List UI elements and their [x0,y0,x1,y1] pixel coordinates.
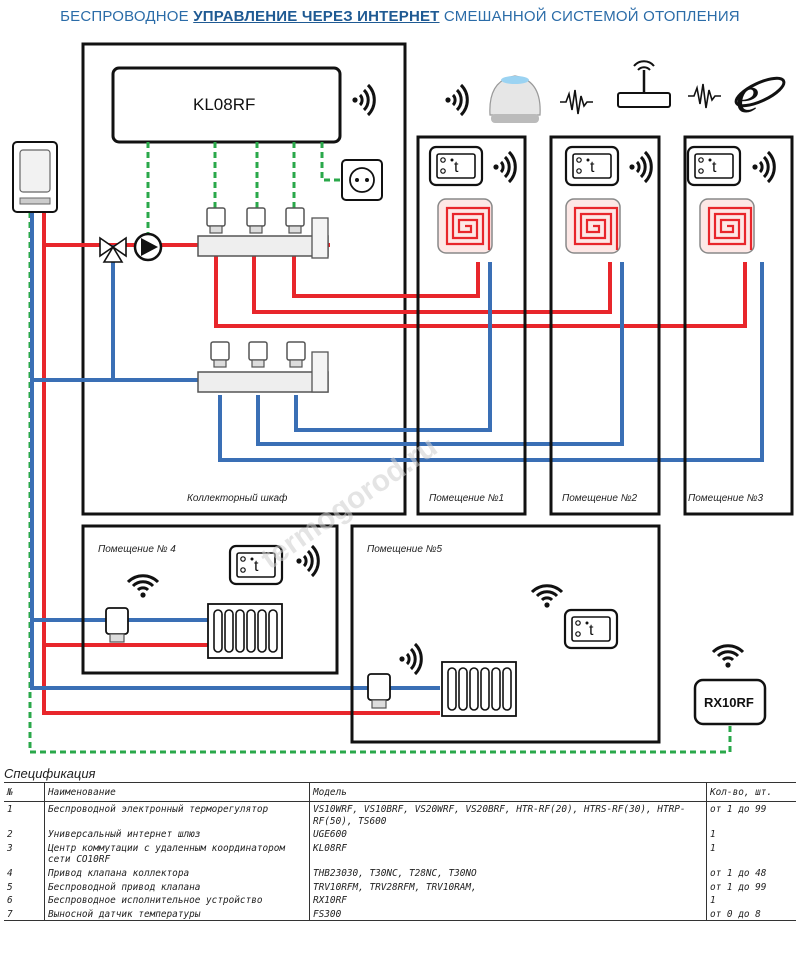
wifi-icon [627,150,653,184]
radiator-icon [207,603,283,659]
spec-cell-qty: 1 [710,842,716,854]
table-row: 4 Привод клапана коллектора THB23030, T3… [4,865,796,880]
floor-heating-icon [436,197,494,255]
spec-cell-name: Беспроводной привод клапана [44,879,310,894]
signal-lines [28,142,732,754]
spec-cell-n: 5 [4,879,45,894]
page-title: БЕСПРОВОДНОЕ УПРАВЛЕНИЕ ЧЕРЕЗ ИНТЕРНЕТ С… [0,8,800,25]
spec-cell-qty: от 1 до 48 [710,867,767,879]
table-row: 1 Беспроводной электронный терморегулято… [4,801,796,828]
table-row: 5 Беспроводной привод клапана TRV10RFM, … [4,879,796,894]
title-part2: СМЕШАННОЙ СИСТЕМОЙ ОТОПЛЕНИЯ [439,8,740,25]
spec-cell-n: 1 [4,801,45,828]
spec-cell-qty: 1 [710,895,716,907]
thermostat-icon [564,145,620,187]
floor-heating-icon [564,197,622,255]
room-1 [416,135,527,516]
valve-actuator-icon [367,673,391,709]
spec-title: Спецификация [4,766,96,781]
wifi-icon [491,150,517,184]
thermostat-icon [563,608,619,650]
spec-cell-name: Универсальный интернет шлюз [44,827,310,841]
room4-label: Помещение № 4 [98,544,176,555]
spec-cell-model: KL08RF [309,840,707,866]
room-3 [683,135,794,516]
wifi-icon [530,584,564,610]
controller-label: KL08RF [193,95,255,114]
spec-cell-name: Беспроводной электронный терморегулятор [44,801,310,828]
table-row: 2 Универсальный интернет шлюз UGE600 1 [4,827,796,841]
spec-cell-qty: от 1 до 99 [710,881,767,893]
title-part1: БЕСПРОВОДНОЕ [60,8,194,25]
room1-label: Помещение №1 [429,493,504,504]
wifi-icon [443,83,469,117]
svg-text:e: e [736,67,759,124]
socket-icon [341,159,383,201]
spec-cell-n: 7 [4,906,45,922]
heating-diagram: t Коллекторный шкаф KL08RF [12,42,794,754]
boiler-icon [12,141,58,213]
spec-cell-n: 6 [4,893,45,907]
router-icon [617,60,671,108]
gateway-icon [489,75,541,123]
collector-cabinet [81,42,407,516]
spec-cell-qty: 1 [710,829,716,841]
signal-wave-icon [560,89,593,115]
wifi-icon [397,642,423,676]
spec-cell-model: UGE600 [309,827,707,841]
spec-table: № Наименование Модель Кол-во, шт. 1 Бесп… [4,782,796,922]
spec-cell-qty: от 1 до 99 [710,804,767,815]
spec-cell-n: 3 [4,840,45,866]
spec-cell-name: Беспроводное исполнительное устройство [44,893,310,907]
room-4 [81,524,339,675]
return-manifold [197,341,329,393]
spec-cell-n: 4 [4,865,45,880]
rx10rf-device: RX10RF [693,678,767,726]
room3-label: Помещение №3 [688,493,764,504]
spec-col-name: Наименование [44,782,310,802]
room2-label: Помещение №2 [562,493,638,504]
radiator-icon [441,661,517,717]
wifi-icon [350,83,376,117]
pump-icon [133,232,163,262]
signal-wave-icon [688,83,721,109]
spec-cell-model: FS300 [309,906,707,922]
spec-cell-model: TRV10RFM, TRV28RFM, TRV10RAM, [309,879,707,894]
wifi-icon [750,150,776,184]
wifi-icon [126,574,160,600]
supply-manifold [197,207,329,259]
title-bold: УПРАВЛЕНИЕ ЧЕРЕЗ ИНТЕРНЕТ [193,8,440,25]
spec-header-row: № Наименование Модель Кол-во, шт. [4,782,796,802]
room-5 [350,524,661,744]
spec-cell-model: VS10WRF, VS10BRF, VS20WRF, VS20BRF, HTR-… [309,801,707,828]
rx-label: RX10RF [704,695,754,710]
spec-col-qty: Кол-во, шт. [706,782,796,802]
thermostat-icon [428,145,484,187]
mixing-valve-icon [99,236,127,263]
spec-cell-model: RX10RF [309,893,707,907]
spec-cell-name: Привод клапана коллектора [44,865,310,880]
spec-col-model: Модель [309,782,707,802]
spec-cell-qty: от 0 до 8 [706,906,796,922]
internet-icon: e [734,67,786,124]
spec-cell-n: 2 [4,827,45,841]
valve-actuator-icon [105,607,129,643]
table-row: 6 Беспроводное исполнительное устройство… [4,893,796,907]
cabinet-label: Коллекторный шкаф [187,492,288,504]
room-2 [549,135,661,516]
spec-col-num: № [4,782,45,802]
spec-cell-name: Центр коммутации с удаленным координатор… [44,840,310,866]
controller-kl08rf: KL08RF [111,66,342,144]
thermostat-icon [686,145,742,187]
floor-heating-icon [698,197,756,255]
table-row: 3 Центр коммутации с удаленным координат… [4,840,796,866]
spec-cell-model: THB23030, T30NC, T28NC, T30NO [309,865,707,880]
spec-cell-name: Выносной датчик температуры [44,906,310,922]
table-row: 7 Выносной датчик температуры FS300 от 0… [4,906,796,922]
wifi-icon [711,644,745,670]
room5-label: Помещение №5 [367,544,443,555]
